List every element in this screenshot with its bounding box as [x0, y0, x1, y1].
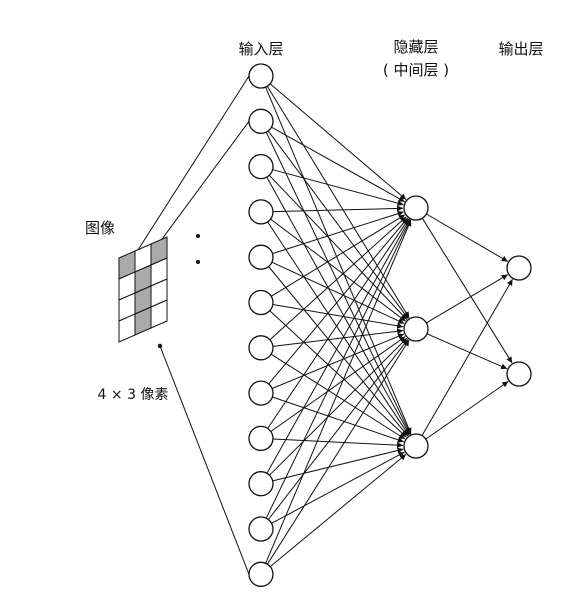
input-hidden-connection	[268, 174, 408, 320]
output-layer-label: 输出层	[498, 40, 543, 58]
pixel-size-label: 4 × 3 像素	[98, 387, 169, 403]
input-hidden-connection	[266, 219, 411, 474]
input-node	[248, 516, 274, 542]
pixel-cell	[150, 299, 168, 329]
input-hidden-connection	[267, 130, 409, 319]
input-node	[248, 335, 274, 361]
output-node	[506, 255, 532, 281]
connections	[265, 83, 513, 567]
input-hidden-connection	[269, 83, 407, 200]
hidden-node	[403, 433, 429, 459]
input-hidden-connection	[272, 169, 404, 206]
hidden-output-connection	[421, 279, 513, 436]
input-hidden-connection	[272, 304, 404, 329]
hidden-layer-sublabel: ( 中间层 )	[383, 61, 449, 79]
input-node	[248, 289, 274, 316]
input-node	[248, 471, 274, 497]
input-hidden-connection	[272, 438, 404, 449]
input-hidden-connection	[267, 221, 410, 436]
input-hidden-connection	[265, 131, 411, 435]
input-hidden-connection	[269, 310, 407, 438]
input-hidden-connection	[267, 218, 410, 429]
input-hidden-connection	[271, 451, 405, 524]
input-node	[248, 425, 274, 452]
input-hidden-connection	[270, 336, 406, 432]
input-hidden-connection	[265, 219, 412, 564]
hidden-layer-label: 隐藏层	[393, 38, 438, 56]
image-pixel-grid	[118, 236, 168, 343]
input-node	[248, 199, 274, 225]
input-hidden-connection	[269, 337, 408, 476]
input-hidden-connection	[270, 214, 406, 297]
input-node	[248, 153, 274, 180]
network-nodes	[248, 63, 532, 587]
hidden-output-connection	[426, 333, 508, 370]
hidden-node	[403, 195, 429, 221]
ellipsis-dots	[196, 234, 200, 264]
ellipsis-dot	[196, 260, 200, 264]
input-hidden-connection	[270, 353, 406, 440]
hidden-output-connection	[426, 213, 509, 262]
input-hidden-connection	[269, 216, 407, 341]
input-hidden-connection	[271, 126, 405, 203]
input-hidden-connection	[265, 219, 411, 519]
pixel-input-link	[128, 75, 250, 265]
input-hidden-connection	[272, 328, 404, 347]
input-hidden-connection	[266, 176, 411, 435]
input-hidden-connection	[272, 210, 404, 255]
input-hidden-connection	[272, 396, 404, 443]
input-hidden-connection	[270, 218, 406, 322]
input-node	[248, 63, 274, 89]
input-node	[248, 244, 274, 270]
input-hidden-connection	[268, 338, 409, 520]
input-hidden-connection	[269, 453, 407, 567]
pixel-link-dot	[157, 343, 163, 349]
pixel-input-link	[147, 121, 250, 259]
input-hidden-connection	[271, 333, 405, 389]
input-node	[248, 561, 274, 587]
input-hidden-connection	[268, 266, 409, 437]
hidden-node	[403, 316, 429, 342]
input-node	[248, 108, 274, 134]
hidden-output-connection	[421, 217, 513, 364]
ellipsis-dot	[196, 234, 200, 238]
input-hidden-connection	[272, 447, 404, 482]
input-hidden-connection	[268, 217, 409, 385]
image-label: 图像	[85, 219, 115, 237]
pixel-input-link	[159, 345, 250, 575]
output-node	[506, 361, 532, 387]
input-hidden-connection	[271, 261, 405, 324]
input-node	[248, 380, 274, 406]
hidden-output-connection	[425, 380, 509, 440]
hidden-output-connection	[426, 274, 509, 324]
input-layer-label: 输入层	[238, 40, 283, 58]
input-hidden-connection	[272, 205, 404, 213]
input-hidden-connection	[266, 339, 410, 565]
